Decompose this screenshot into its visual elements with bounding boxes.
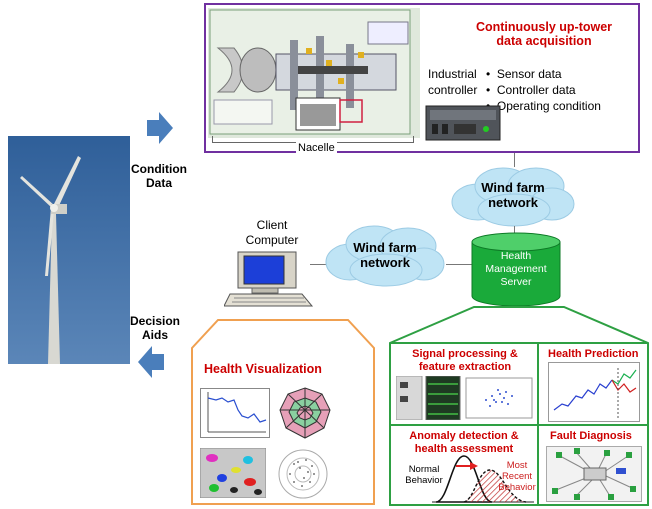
radar-chart-thumbnail	[276, 386, 334, 440]
distribution-curves-thumbnail	[430, 452, 538, 506]
bullet-icon: •	[486, 67, 497, 81]
health-management-server-icon	[470, 232, 562, 308]
signal-processing-title: Signal processing &feature extraction	[412, 348, 518, 373]
health-prediction-title: Health Prediction	[548, 348, 639, 360]
data-acquisition-panel	[204, 3, 640, 153]
health-prediction-thumbnail	[548, 362, 640, 422]
bullet-item: • Controller data	[486, 83, 576, 97]
connector-line	[310, 264, 332, 265]
bullet-item: • Sensor data	[486, 67, 562, 81]
bullet-list: • Sensor data • Controller data • Operat…	[486, 66, 601, 114]
nacelle-label: Nacelle	[296, 142, 337, 154]
health-visualization-title: Health Visualization	[204, 362, 322, 376]
connector-line	[514, 153, 515, 167]
trend-plot-thumbnail	[200, 388, 270, 438]
bullet-icon: •	[486, 83, 497, 97]
industrial-controller-icon	[424, 104, 502, 144]
client-computer-icon	[224, 250, 314, 308]
connector-line	[514, 226, 515, 236]
fault-diagnosis-thumbnail	[546, 446, 642, 502]
wind-farm-network-cloud-top	[448, 164, 578, 228]
wind-farm-network-cloud-mid	[322, 222, 448, 288]
fault-diagnosis-title: Fault Diagnosis	[550, 430, 632, 442]
anomaly-detection-title: Anomaly detection &health assessment	[409, 430, 519, 455]
polar-plot-thumbnail	[274, 448, 332, 500]
wind-turbine-photo	[8, 136, 130, 364]
cluster-map-thumbnail	[200, 448, 266, 498]
arrow-right-icon	[147, 112, 173, 144]
arrow-left-icon	[138, 346, 164, 378]
signal-processing-thumbnail	[396, 376, 534, 420]
connector-line	[446, 264, 472, 265]
nacelle-schematic	[208, 8, 420, 138]
bullet-item: • Operating condition	[486, 98, 601, 114]
